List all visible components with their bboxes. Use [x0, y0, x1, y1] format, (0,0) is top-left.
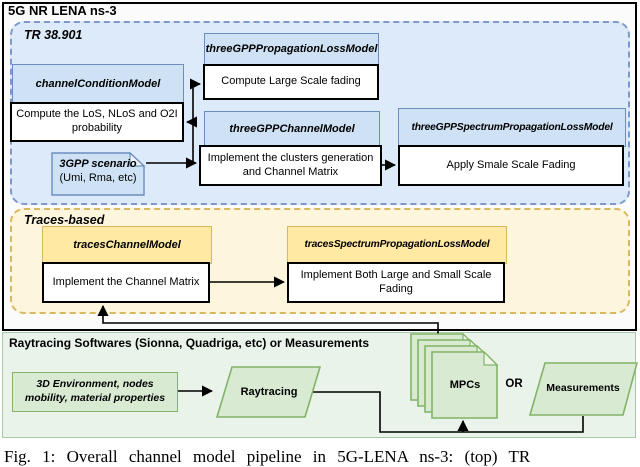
- raytracing-parallelogram-label: Raytracing: [240, 386, 298, 398]
- propagation-loss-model-body: Compute Large Scale fading: [203, 64, 379, 100]
- figure-caption: Fig. 1: Overall channel model pipeline i…: [4, 447, 531, 466]
- scenario-note-subtitle: (Umi, Rma, etc): [59, 171, 137, 184]
- environment-box: 3D Environment, nodes mobility, material…: [12, 372, 178, 412]
- raytracing-section-title: Raytracing Softwares (Sionna, Quadriga, …: [9, 336, 370, 350]
- tr-38901-label: TR 38.901: [24, 28, 83, 42]
- traces-spectrum-model-body: Implement Both Large and Small Scale Fad…: [287, 262, 505, 303]
- or-label: OR: [505, 378, 523, 390]
- propagation-loss-model-title: threeGPPPropagationLossModel: [205, 43, 378, 56]
- mpcs-label: MPCs: [449, 379, 481, 391]
- spectrum-loss-model-body: Apply Smale Scale Fading: [398, 145, 624, 186]
- spectrum-loss-model-header: threeGPPSpectrumPropagationLossModel: [398, 108, 626, 147]
- scenario-note-title: 3GPP scenario: [59, 158, 137, 170]
- channel-condition-model-body: Compute the LoS, NLoS and O2I probabilit…: [10, 102, 184, 142]
- traces-spectrum-model-header: tracesSpectrumPropagationLossModel: [287, 226, 507, 264]
- channel-condition-model-title: channelConditionModel: [35, 77, 161, 90]
- traces-label: Traces-based: [24, 213, 105, 227]
- traces-channel-model-title: tracesChannelModel: [73, 238, 181, 251]
- propagation-loss-model-header: threeGPPPropagationLossModel: [204, 33, 379, 66]
- spectrum-loss-model-title: threeGPPSpectrumPropagationLossModel: [411, 121, 613, 133]
- channel-condition-model-header: channelConditionModel: [12, 64, 184, 104]
- ns3-frame-title: 5G NR LENA ns-3: [8, 3, 117, 18]
- traces-spectrum-model-title: tracesSpectrumPropagationLossModel: [304, 239, 490, 251]
- measurements-parallelogram-label: Measurements: [546, 382, 620, 394]
- channel-model-body: Implement the clusters generation and Ch…: [199, 145, 382, 186]
- traces-channel-model-body: Implement the Channel Matrix: [42, 262, 210, 303]
- scenario-note: 3GPP scenario (Umi, Rma, etc): [52, 158, 144, 186]
- channel-model-title: threeGPPChannelModel: [229, 122, 355, 135]
- traces-channel-model-header: tracesChannelModel: [42, 226, 212, 264]
- channel-model-header: threeGPPChannelModel: [204, 111, 380, 147]
